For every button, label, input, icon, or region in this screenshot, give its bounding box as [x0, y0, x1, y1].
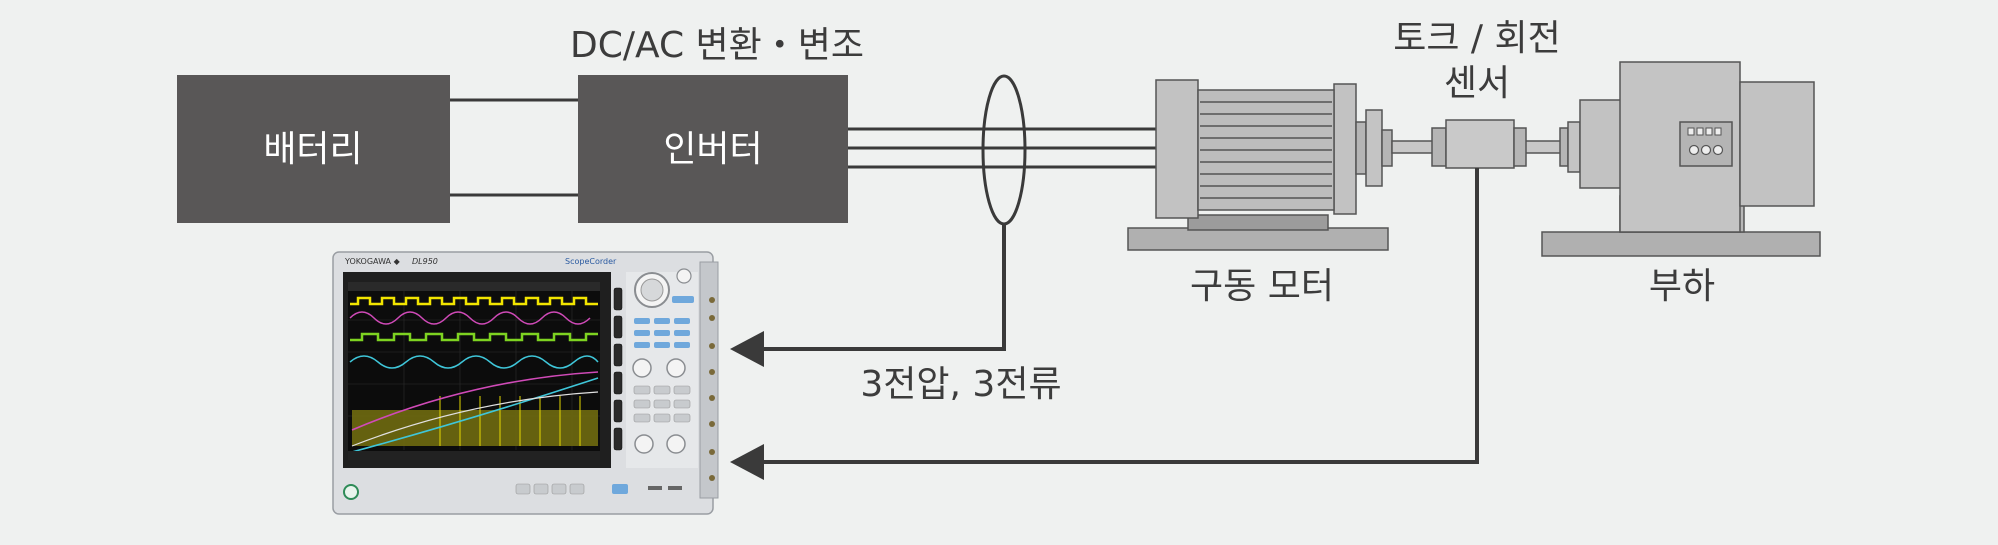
torque-sensor-label-2: 센서: [1444, 63, 1510, 104]
conversion-label: DC/AC 변환・변조: [570, 25, 864, 66]
torque-sensor: [1431, 119, 1527, 169]
measurement-line-upper: [730, 224, 1006, 367]
trace-ramp-white: [351, 391, 599, 447]
power-button: [343, 484, 359, 500]
dc-wires: [450, 98, 578, 197]
trace-cyan: [349, 355, 599, 369]
battery-label: 배터리: [263, 129, 362, 170]
battery-block: 배터리: [177, 75, 450, 223]
trace-ramp-cyan: [351, 377, 599, 453]
drive-motor-label: 구동 모터: [1190, 266, 1334, 307]
arrow-head-lower: [730, 444, 764, 480]
trace-green: [350, 332, 598, 342]
scope-model: DL950: [412, 257, 438, 266]
measurement-line-lower: [730, 168, 1479, 480]
measure-label: 3전압, 3전류: [860, 364, 1061, 405]
scope-series: ScopeCorder: [565, 257, 617, 266]
torque-sensor-label-1: 토크 / 회전: [1393, 18, 1561, 59]
load-machine: [1541, 61, 1821, 257]
current-probe-loop: [981, 74, 1027, 226]
drive-motor: [1127, 79, 1393, 251]
trace-magenta: [349, 311, 591, 325]
arrow-head-upper: [730, 331, 764, 367]
trace-ramp-magenta: [351, 371, 599, 431]
scopecorder: YOKOGAWA ◆ DL950 ScopeCorder: [332, 251, 719, 515]
three-phase-wires: [848, 127, 1158, 169]
load-label: 부하: [1649, 266, 1715, 307]
trace-yellow: [350, 296, 598, 306]
scope-brand: YOKOGAWA ◆: [344, 257, 401, 266]
inverter-block: 인버터: [578, 75, 848, 223]
inverter-label: 인버터: [663, 129, 762, 170]
